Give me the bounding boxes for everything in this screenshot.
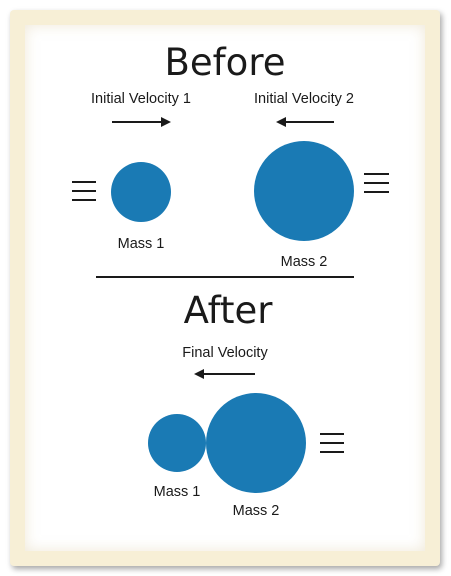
mass-1-before-circle [111, 162, 171, 222]
mass-2-after-circle [206, 393, 306, 493]
final-velocity-arrow [194, 369, 255, 379]
initial-velocity-1-label: Initial Velocity 1 [91, 91, 191, 107]
menu-icon [72, 181, 96, 201]
initial-velocity-1-arrow [112, 117, 171, 127]
menu-icon [320, 433, 344, 453]
initial-velocity-2-label: Initial Velocity 2 [254, 91, 354, 107]
after-heading: After [183, 289, 273, 332]
menu-icon [364, 173, 389, 193]
mass-2-after-label: Mass 2 [232, 503, 280, 519]
mass-1-after-label: Mass 1 [153, 484, 201, 500]
mass-1-after-circle [148, 414, 206, 472]
mass-1-before-label: Mass 1 [117, 236, 165, 252]
mass-2-before-label: Mass 2 [280, 254, 328, 270]
mass-2-before-circle [254, 141, 354, 241]
initial-velocity-2-arrow [276, 117, 334, 127]
final-velocity-label: Final Velocity [182, 345, 268, 361]
before-heading: Before [164, 41, 286, 84]
